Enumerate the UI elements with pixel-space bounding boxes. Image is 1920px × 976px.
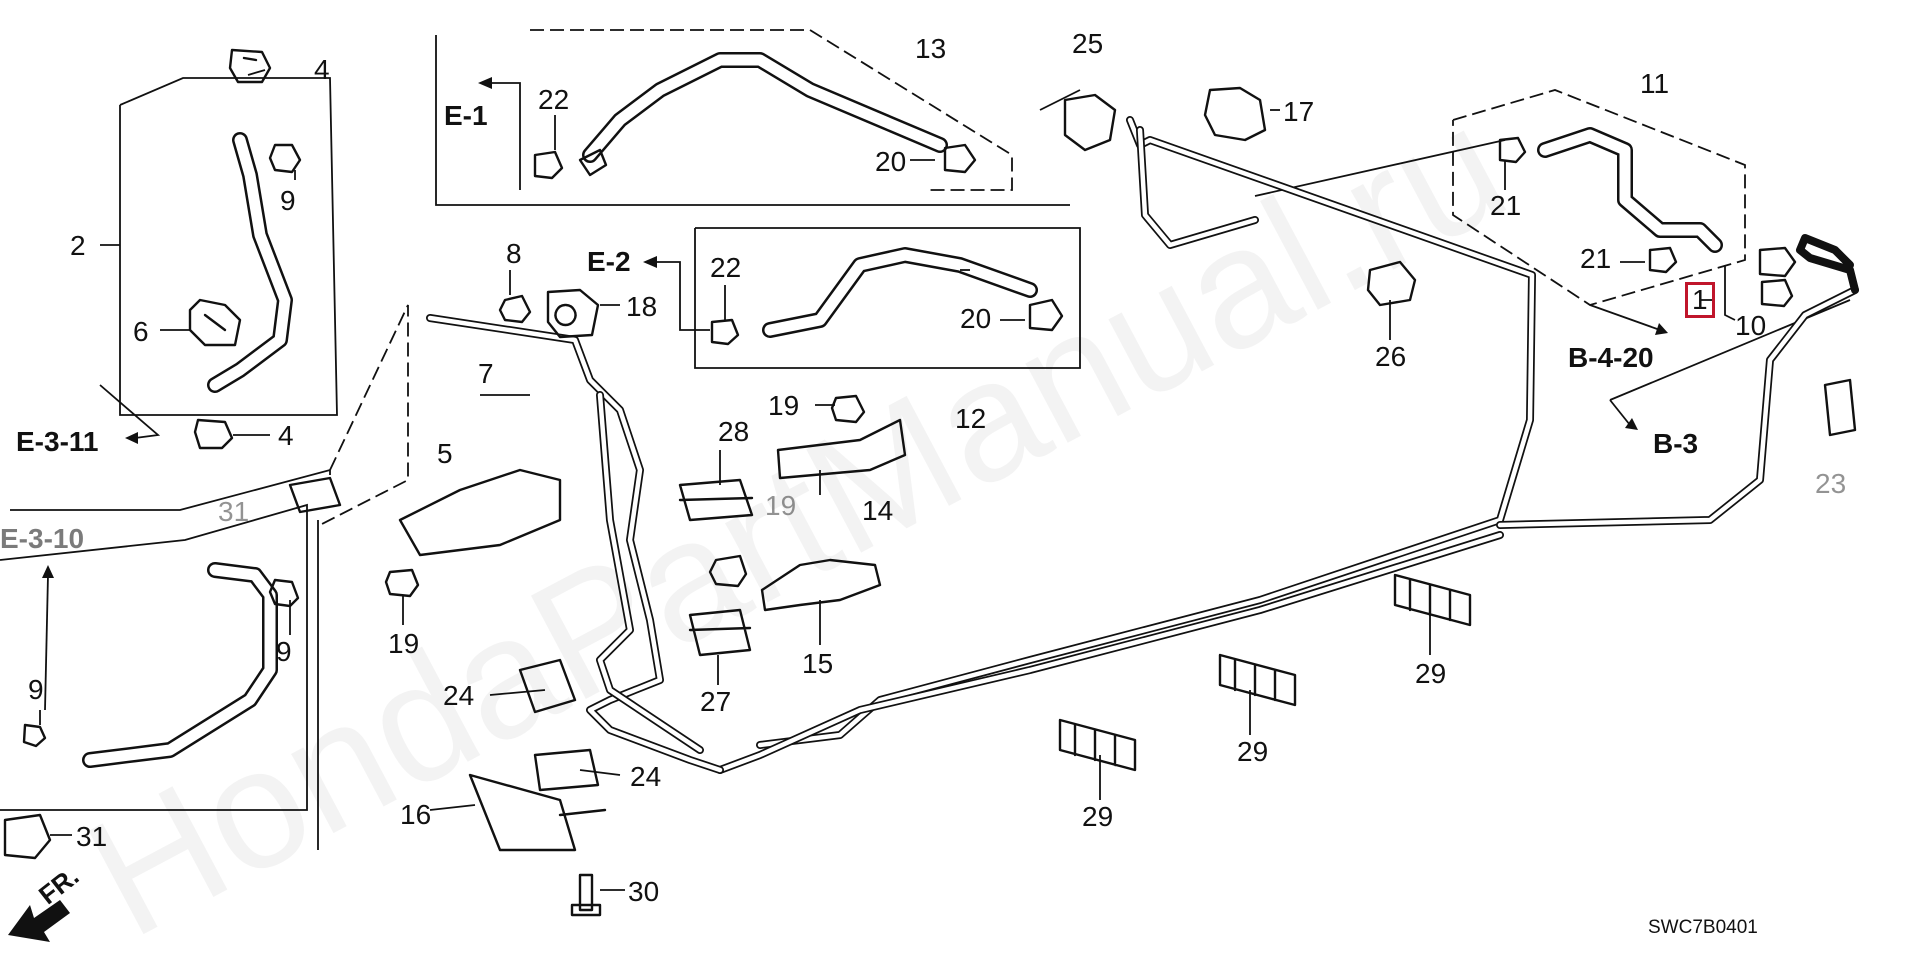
highlight-box[interactable] <box>1685 282 1715 318</box>
callout-27[interactable]: 27 <box>700 686 732 717</box>
callout-31-a[interactable]: 31 <box>76 821 108 852</box>
callout-29-a[interactable]: 29 <box>1415 658 1447 689</box>
leader-lines <box>39 69 1736 891</box>
callout-2[interactable]: 2 <box>70 230 86 261</box>
callout-20-b[interactable]: 20 <box>960 303 992 334</box>
callout-16[interactable]: 16 <box>400 799 432 830</box>
callout-9-b[interactable]: 9 <box>276 636 292 667</box>
callout-25[interactable]: 25 <box>1072 28 1104 59</box>
callout-24-b[interactable]: 24 <box>630 761 662 792</box>
callout-14[interactable]: 14 <box>862 495 894 526</box>
callout-20-a[interactable]: 20 <box>875 146 907 177</box>
callout-21-b[interactable]: 21 <box>1580 243 1612 274</box>
callout-23[interactable]: 23 <box>1815 468 1847 499</box>
callout-24-a[interactable]: 24 <box>443 680 475 711</box>
callout-30[interactable]: 30 <box>628 876 660 907</box>
fr-arrow-icon <box>8 900 70 942</box>
reference-arrows <box>42 77 1668 711</box>
callout-22-a[interactable]: 22 <box>538 84 570 115</box>
callout-8[interactable]: 8 <box>506 238 522 269</box>
ref-b3[interactable]: B-3 <box>1653 428 1699 459</box>
callout-10[interactable]: 10 <box>1735 310 1767 341</box>
callout-18[interactable]: 18 <box>626 291 658 322</box>
callout-17[interactable]: 17 <box>1283 96 1315 127</box>
callout-9-a[interactable]: 9 <box>280 185 296 216</box>
callout-12[interactable]: 12 <box>955 403 987 434</box>
callout-4-bottom[interactable]: 4 <box>278 420 294 451</box>
callout-29-c[interactable]: 29 <box>1082 801 1114 832</box>
ref-e1[interactable]: E-1 <box>444 100 488 131</box>
callout-9-c[interactable]: 9 <box>28 674 44 705</box>
callout-1[interactable]: 1 <box>1692 284 1708 315</box>
callout-26[interactable]: 26 <box>1375 341 1407 372</box>
hoses <box>82 52 1723 768</box>
main-fuel-lines <box>426 116 1859 774</box>
callout-11[interactable]: 11 <box>1640 68 1670 99</box>
callout-28[interactable]: 28 <box>718 416 750 447</box>
ref-b420[interactable]: B-4-20 <box>1568 342 1654 373</box>
callout-13[interactable]: 13 <box>915 33 947 64</box>
callout-19-b[interactable]: 19 <box>388 628 420 659</box>
ref-e2[interactable]: E-2 <box>587 246 631 277</box>
ref-e311[interactable]: E-3-11 <box>16 426 99 457</box>
small-parts <box>3 48 1857 917</box>
callout-15[interactable]: 15 <box>802 648 834 679</box>
diagram-code: SWC7B0401 <box>1648 917 1758 938</box>
callout-21-a[interactable]: 21 <box>1490 190 1522 221</box>
callout-31-b[interactable]: 31 <box>218 496 250 527</box>
callout-19-c[interactable]: 19 <box>765 490 797 521</box>
callout-29-b[interactable]: 29 <box>1237 736 1269 767</box>
callout-19-a[interactable]: 19 <box>768 390 800 421</box>
callout-5[interactable]: 5 <box>437 438 453 469</box>
ref-e310[interactable]: E-3-10 <box>0 523 85 554</box>
callout-22-b[interactable]: 22 <box>710 252 742 283</box>
callout-7[interactable]: 7 <box>478 358 494 389</box>
callout-6[interactable]: 6 <box>133 316 149 347</box>
callout-4-top[interactable]: 4 <box>314 54 330 85</box>
